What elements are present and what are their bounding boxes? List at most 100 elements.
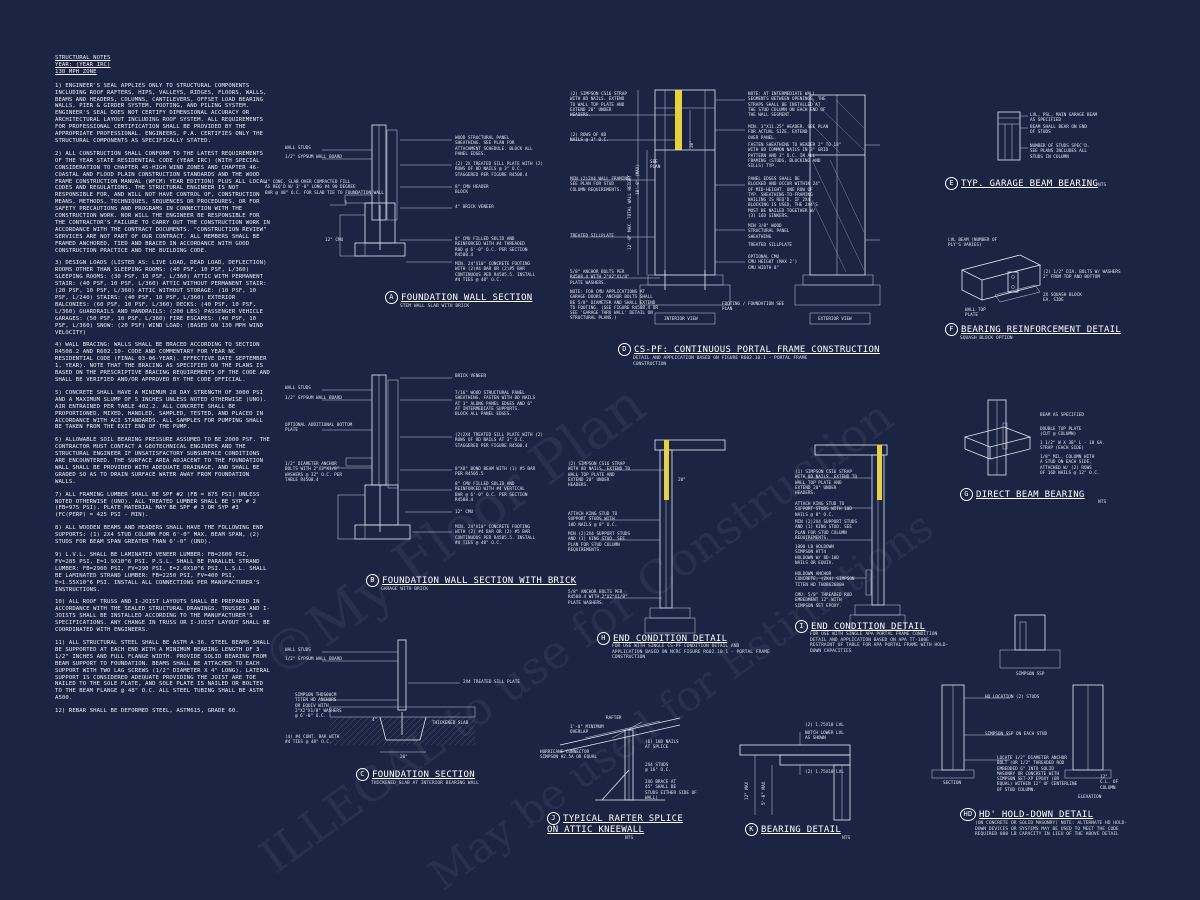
callout-k-2: NOTCH LOWER LVL AS SHOWN bbox=[805, 731, 844, 742]
callout-d-13: TREATED SILLPLATE bbox=[748, 243, 792, 248]
callout-c-2: 1/2" GYPSUM WALL BOARD bbox=[285, 657, 342, 662]
callout-d-12: MIN 3/8" WOOD STRUCTURAL PANEL SHEATHING bbox=[748, 224, 790, 240]
detail-k-label: BEARING DETAIL bbox=[761, 825, 842, 835]
note-3: 3) DESIGN LOADS (LISTED AS: LIVE LOAD, D… bbox=[55, 260, 267, 336]
detail-d-tag: D bbox=[618, 343, 631, 356]
detail-e-label: TYP. GARAGE BEAM BEARING bbox=[961, 179, 1099, 189]
note-4: 4) WALL BRACING: WALLS SHALL BE BRACED A… bbox=[55, 342, 270, 383]
detail-g-drawing bbox=[963, 399, 1032, 476]
callout-j-4: (6) 10d NAILS AT SPLICE bbox=[645, 740, 679, 751]
callout-k-4: 12" MAX bbox=[745, 781, 750, 800]
detail-h-label: END CONDITION DETAIL bbox=[613, 634, 728, 644]
detail-f-drawing bbox=[960, 254, 1042, 303]
detail-h-subtitle: FOR USE WITH SINGLE CS-PF CONDITION DETA… bbox=[612, 644, 770, 661]
note-2: 2) ALL CONSTRUCTION SHALL CONFORM TO THE… bbox=[55, 150, 270, 254]
detail-f-subtitle: SQUASH BLOCK OPTION bbox=[960, 336, 1013, 341]
detail-f-label: BEARING REINFORCEMENT DETAIL bbox=[961, 325, 1122, 335]
callout-hd-4: LOCATE 1/2" DIAMETER ANCHOR BOLT (OR 1/2… bbox=[997, 756, 1078, 793]
detail-d-label: CS-PF: CONTINUOUS PORTAL FRAME CONSTRUCT… bbox=[634, 345, 880, 355]
note-11: 11) ALL STRUCTURAL STEEL SHALL BE ASTM A… bbox=[55, 639, 270, 702]
detail-j-drawing bbox=[559, 717, 681, 801]
note-8: 8) ALL WOODEN BEAMS AND HEADERS SHALL HA… bbox=[55, 525, 264, 546]
callout-c-6: THICKENED SLAB bbox=[432, 721, 469, 726]
callout-g-4: 1/8" MIL. COLUMN WITH A STUD ON EACH SID… bbox=[1040, 455, 1100, 476]
notes-header-2: YEAR: (YEAR IRC) bbox=[55, 61, 111, 68]
callout-j-3: HURRICANE CONNECTOR SIMPSON H2.5A OR EQU… bbox=[540, 750, 597, 761]
callout-c-8: 20" bbox=[400, 755, 408, 760]
callout-d-21: 20" bbox=[690, 140, 695, 148]
detail-f-tag: F bbox=[945, 323, 958, 336]
detail-c-tag: C bbox=[356, 768, 369, 781]
callout-f-4: WALL TOP PLATE bbox=[965, 308, 986, 319]
detail-i-label: END CONDITION DETAIL bbox=[811, 622, 926, 632]
detail-b-subtitle: GARAGE WITH BRICK bbox=[381, 587, 429, 592]
callout-d-10: FASTEN SHEATHING TO HEADER WITH 8d COMMO… bbox=[748, 143, 829, 170]
callout-d-1: (2) SIMPSON CS16 STRAP WITH 8d NAILS. EX… bbox=[570, 92, 627, 119]
callout-j-1: RAFTER bbox=[606, 716, 622, 721]
callout-a-6: (2) 2x TREATED SILL PLATE WITH (2) ROWS … bbox=[455, 162, 543, 178]
notes-header-3: 130 mph ZONE bbox=[55, 68, 97, 75]
callout-d-19: 10'-0" (MAX) bbox=[636, 163, 641, 195]
note-10: 10) ALL ROOF TRUSS AND I-JOIST LAYOUTS S… bbox=[55, 599, 270, 634]
callout-i-4: 1000 LB HOLDOWN SIMPSON HTT4 HOLDOWN W/ … bbox=[795, 545, 839, 566]
callout-a-3: 4" CONC. SLAB OVER COMPACTED FILL AS REQ… bbox=[265, 180, 384, 196]
callout-h-4: 5/8" ANCHOR BOLTS PER R4508.4 WITH 2"x2"… bbox=[568, 590, 628, 606]
detail-e-subtitle: NTS bbox=[1098, 183, 1107, 188]
callout-d-2: (2) ROWS OF 8d NAILS @ 3" O.C. bbox=[570, 133, 609, 144]
callout-b-10: 12" CMU bbox=[455, 510, 474, 515]
callout-hd-5: SECTION bbox=[943, 781, 962, 786]
notes-header-1: STRUCTURAL NOTES bbox=[55, 55, 111, 61]
callout-b-6: 7/16" WOOD STRUCTURAL PANEL SHEATHING. F… bbox=[455, 391, 536, 418]
callout-g-1: BEAM AS SPECIFIED bbox=[1040, 413, 1084, 418]
callout-hd-1: SIMPSON SSP bbox=[1016, 672, 1045, 677]
callout-b-9: 8" CMU FILLED SOLID AND REINFORCED WITH … bbox=[455, 482, 528, 503]
callout-b-3: OPTIONAL ADDITIONAL BOTTOM PLATE bbox=[285, 423, 353, 434]
callout-f-2: (2) 1/2" DIA. BOLTS W/ WASHERS 2" FROM T… bbox=[1043, 270, 1121, 281]
callout-i-6: CMU: 5/8" THREADED ROD EMBEDMENT 12" WIT… bbox=[795, 593, 852, 609]
callout-j-2: 1'-0" MINIMUM OVERLAP bbox=[570, 725, 604, 736]
callout-c-3: 2x4 TREATED SILL PLATE bbox=[463, 680, 520, 685]
detail-b-tag: B bbox=[366, 574, 379, 587]
callout-b-8: 8"x8" BOND BEAM WITH (1) #5 BAR PER R450… bbox=[455, 467, 536, 478]
callout-e-1: LVL, PSL, MAIN GARAGE BEAM AS SPECIFIED bbox=[1030, 113, 1098, 124]
callout-a-10: MIN. 24"x10" CONCRETE FOOTING WITH (2)#4… bbox=[455, 262, 536, 283]
callout-d-5: TREATED SILLPLATE bbox=[570, 234, 614, 239]
detail-k-drawing bbox=[739, 732, 851, 821]
callout-a-1: WALL STUDS bbox=[285, 146, 311, 151]
callout-b-4: 1/2" DIAMETER ANCHOR BOLTS WITH 2"x2"x1/… bbox=[285, 462, 342, 483]
detail-a-label: FOUNDATION WALL SECTION bbox=[401, 293, 533, 303]
callout-e-3: NUMBER OF STUDS SPEC'D. SEE PLANS INCLUD… bbox=[1030, 144, 1090, 160]
callout-d-3: SEE PLAN bbox=[650, 160, 661, 171]
detail-d-exterior-drawing bbox=[794, 94, 881, 325]
callout-i-3: MIN (2)2x4 SUPPORT STUDS AND (1) KING ST… bbox=[795, 520, 858, 541]
callout-c-5: (4) #4 CONT. BAR WITH #4 TIES @ 48" O.C. bbox=[285, 735, 340, 746]
callout-g-3: 1 1/2" W x 38" L - 18 GA. STRAP (EACH SI… bbox=[1040, 441, 1105, 452]
callout-k-1: (2) 1.75x18 LVL bbox=[805, 723, 844, 728]
callout-f-1: LVL BEAM (NUMBER OF PLY'S VARIES) bbox=[948, 238, 998, 249]
callout-d-14: OPTIONAL CMU CMU HEIGHT (MAX 2') CMU WID… bbox=[748, 255, 798, 271]
callout-d-4: MIN (2)2x4 WALL FRAMING. SEE PLAN FOR ST… bbox=[570, 177, 633, 193]
note-12: 12) REBAR SHALL BE DEFORMED STEEL, ASTM6… bbox=[55, 708, 239, 715]
detail-hd-tag: HD bbox=[960, 808, 976, 821]
note-9: 9) L.V.L. SHALL BE LAMINATED VENEER LUMB… bbox=[55, 552, 267, 593]
note-1: 1) ENGINEER'S SEAL APPLIES ONLY TO STRUC… bbox=[55, 82, 267, 144]
callout-d-15: FOOTING / FOUNDATION SEE PLAN bbox=[722, 302, 785, 313]
detail-h-tag: H bbox=[597, 632, 610, 645]
callout-c-4: SIMPSON THDS00CM TITEN HD ANCHORS OR EQU… bbox=[295, 693, 342, 720]
detail-k-subtitle: NTS bbox=[842, 836, 851, 841]
callout-h-1: (2) SIMPSON CS16 STRAP WITH 8d NAILS. EX… bbox=[568, 462, 631, 489]
callout-f-3: 2x SQUASH BLOCK EA. SIDE bbox=[1043, 293, 1082, 304]
detail-c-drawing bbox=[322, 639, 476, 753]
detail-i-drawing bbox=[805, 444, 906, 631]
callout-c-7: 4" bbox=[372, 718, 378, 723]
callout-j-5: 2x4 STUDS @ 16" O.C. bbox=[645, 763, 671, 774]
callout-b-7: (2)2x4 TREATED SILL PLATE WITH (2) ROWS … bbox=[455, 433, 543, 449]
detail-g-subtitle: NTS bbox=[1098, 500, 1107, 505]
